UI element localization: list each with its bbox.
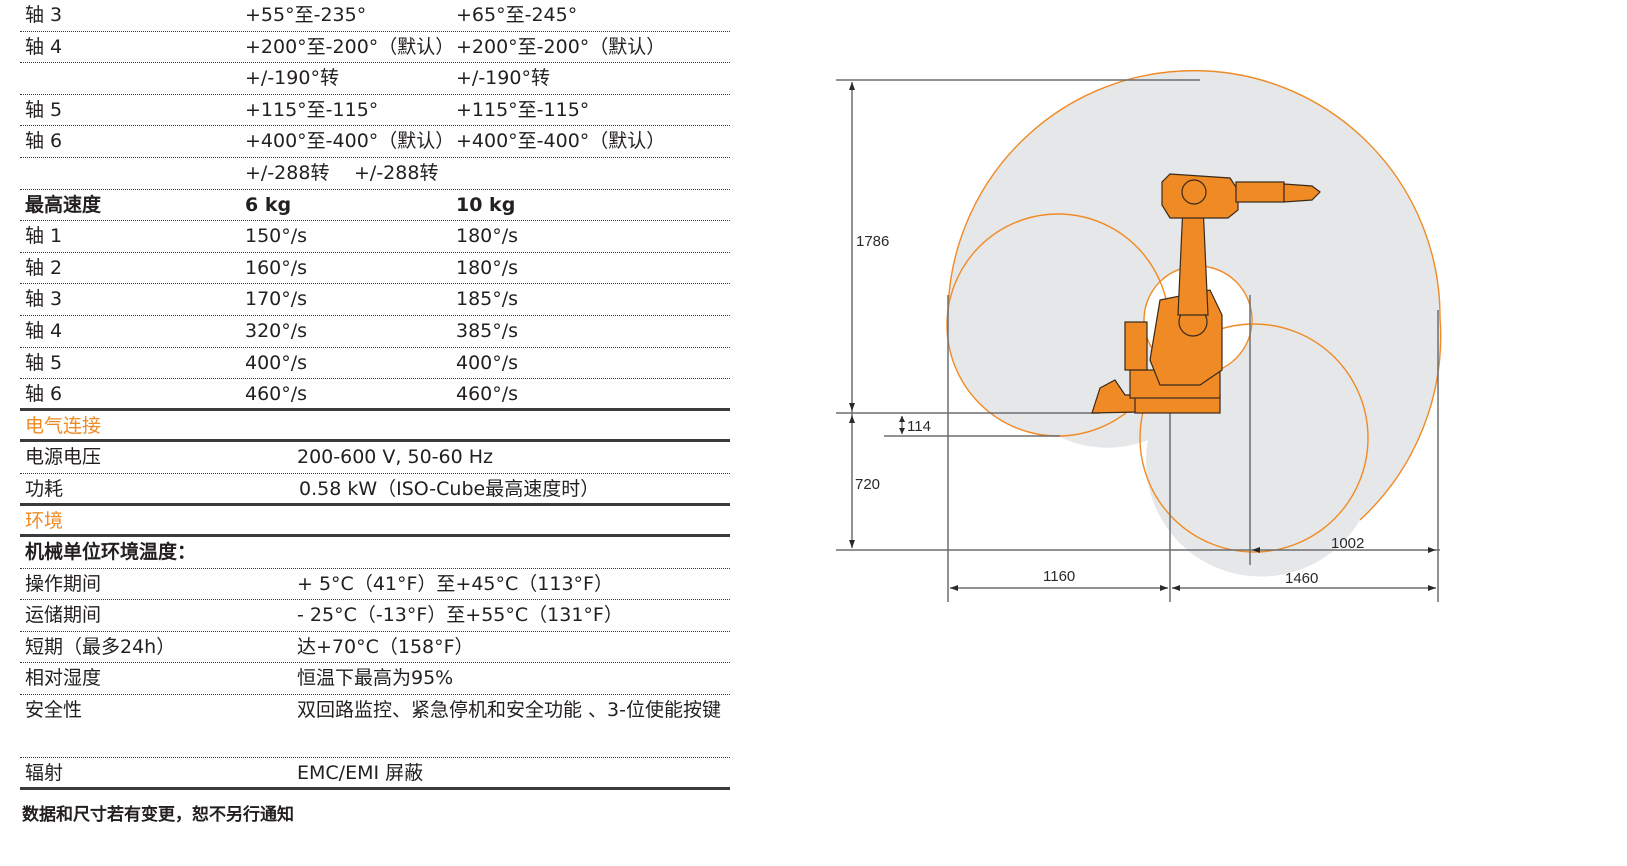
- row-label: 轴 5: [25, 351, 63, 374]
- dim-reach-inner: 1002: [1331, 535, 1364, 552]
- table-row: 轴 6 460°/s 460°/s: [20, 379, 730, 411]
- table-row: 轴 1 150°/s 180°/s: [20, 221, 730, 253]
- section-label: 最高速度: [25, 193, 102, 216]
- section-environment: 环境: [20, 506, 730, 538]
- value-10kg: +400°至-400°（默认）: [456, 130, 666, 153]
- row-value: 双回路监控、紧急停机和安全功能 、3-位使能按键: [297, 699, 721, 722]
- row-label: 轴 4: [25, 319, 63, 342]
- payload-10kg-header: 10 kg: [456, 193, 516, 216]
- section-electrical: 电气连接: [20, 411, 730, 443]
- row-label: 短期（最多24h）: [25, 635, 176, 658]
- row-label: 安全性: [25, 699, 83, 722]
- dim-height-lower: 720: [855, 476, 880, 493]
- table-row: 安全性 双回路监控、紧急停机和安全功能 、3-位使能按键: [20, 695, 730, 759]
- value-6kg: +200°至-200°（默认）: [245, 35, 455, 58]
- table-row: 轴 5 400°/s 400°/s: [20, 348, 730, 380]
- value-10kg: 385°/s: [456, 319, 519, 342]
- row-label: 轴 6: [25, 130, 63, 153]
- row-label: 轴 2: [25, 256, 63, 279]
- value-6kg: 160°/s: [245, 256, 308, 279]
- row-label: 轴 3: [25, 4, 63, 26]
- table-row: 运储期间 - 25°C（-13°F）至+55°C（131°F）: [20, 600, 730, 632]
- subheader-label: 机械单位环境温度：: [25, 541, 197, 564]
- section-title: 电气连接: [25, 414, 102, 437]
- row-label: 轴 4: [25, 35, 63, 58]
- table-row: 电源电压 200-600 V, 50-60 Hz: [20, 442, 730, 474]
- table-row: +/-288转 +/-288转: [20, 158, 730, 190]
- value-10kg: 460°/s: [456, 383, 519, 406]
- table-row: 操作期间 + 5°C（41°F）至+45°C（113°F）: [20, 569, 730, 601]
- value-10kg: +65°至-245°: [456, 4, 578, 26]
- table-row: 辐射 EMC/EMI 屏蔽: [20, 758, 730, 790]
- row-label: 轴 1: [25, 225, 63, 248]
- value-6kg: 150°/s: [245, 225, 308, 248]
- payload-6kg-header: 6 kg: [245, 193, 292, 216]
- table-row: 轴 5 +115°至-115° +115°至-115°: [20, 95, 730, 127]
- spec-table: 轴 3 +55°至-235° +65°至-245° 轴 4 +200°至-200…: [20, 0, 730, 790]
- row-value: + 5°C（41°F）至+45°C（113°F）: [297, 572, 613, 595]
- table-row: 轴 4 +200°至-200°（默认） +200°至-200°（默认）: [20, 32, 730, 64]
- row-label: 相对湿度: [25, 667, 102, 690]
- table-row: +/-190°转 +/-190°转: [20, 63, 730, 95]
- table-row: 轴 3 +55°至-235° +65°至-245°: [20, 0, 730, 32]
- dimension-lines: [836, 79, 1440, 602]
- value-6kg: 400°/s: [245, 351, 308, 374]
- value-10kg: 180°/s: [456, 225, 519, 248]
- table-row: 轴 6 +400°至-400°（默认） +400°至-400°（默认）: [20, 126, 730, 158]
- row-label: 轴 5: [25, 98, 63, 121]
- value-10kg: +/-288转: [354, 161, 439, 184]
- row-label: 轴 3: [25, 288, 63, 311]
- section-title: 环境: [25, 509, 64, 532]
- value-6kg: +115°至-115°: [245, 98, 379, 121]
- value-10kg: +200°至-200°（默认）: [456, 35, 666, 58]
- table-row: 轴 2 160°/s 180°/s: [20, 253, 730, 285]
- inner-clearance-circle: [1144, 266, 1252, 374]
- row-label: 辐射: [25, 762, 64, 785]
- row-value: - 25°C（-13°F）至+55°C（131°F）: [297, 604, 623, 627]
- value-6kg: 460°/s: [245, 383, 308, 406]
- dim-height-upper: 1786: [856, 233, 889, 250]
- table-row: 功耗 0.58 kW（ISO-Cube最高速度时）: [20, 474, 730, 506]
- row-label: 轴 6: [25, 383, 63, 406]
- value-6kg: 170°/s: [245, 288, 308, 311]
- dim-base-offset: 114: [907, 418, 931, 435]
- table-row: 轴 3 170°/s 185°/s: [20, 284, 730, 316]
- value-6kg: 320°/s: [245, 319, 308, 342]
- table-row: 短期（最多24h） 达+70°C（158°F）: [20, 632, 730, 664]
- row-value: 恒温下最高为95%: [297, 667, 454, 690]
- value-10kg: 180°/s: [456, 256, 519, 279]
- value-6kg: +/-288转: [245, 161, 330, 184]
- dim-reach-right: 1460: [1285, 570, 1318, 587]
- max-speed-header: 最高速度 6 kg 10 kg: [20, 190, 730, 222]
- row-label: 电源电压: [25, 446, 102, 469]
- row-value: 0.58 kW（ISO-Cube最高速度时）: [299, 477, 600, 500]
- value-6kg: +/-190°转: [245, 67, 339, 90]
- table-row: 相对湿度 恒温下最高为95%: [20, 663, 730, 696]
- value-10kg: +/-190°转: [456, 67, 550, 90]
- dimension-arrows: [849, 82, 1436, 591]
- value-6kg: +55°至-235°: [245, 4, 367, 26]
- row-label: 操作期间: [25, 572, 102, 595]
- row-value: 达+70°C（158°F）: [297, 635, 474, 658]
- value-10kg: 400°/s: [456, 351, 519, 374]
- envelope-area: [947, 70, 1441, 577]
- footnote: 数据和尺寸若有变更，恕不另行通知: [22, 805, 294, 825]
- value-10kg: 185°/s: [456, 288, 519, 311]
- row-label: 功耗: [25, 477, 64, 500]
- row-value: EMC/EMI 屏蔽: [297, 762, 424, 785]
- robot-illustration: [1091, 173, 1321, 414]
- value-10kg: +115°至-115°: [456, 98, 590, 121]
- row-label: 运储期间: [25, 604, 102, 627]
- dim-reach-left: 1160: [1043, 568, 1075, 585]
- value-6kg: +400°至-400°（默认）: [245, 130, 455, 153]
- envelope-boundary: [946, 69, 1442, 553]
- environment-subheader: 机械单位环境温度：: [20, 537, 730, 569]
- row-value: 200-600 V, 50-60 Hz: [297, 446, 494, 469]
- table-row: 轴 4 320°/s 385°/s: [20, 316, 730, 348]
